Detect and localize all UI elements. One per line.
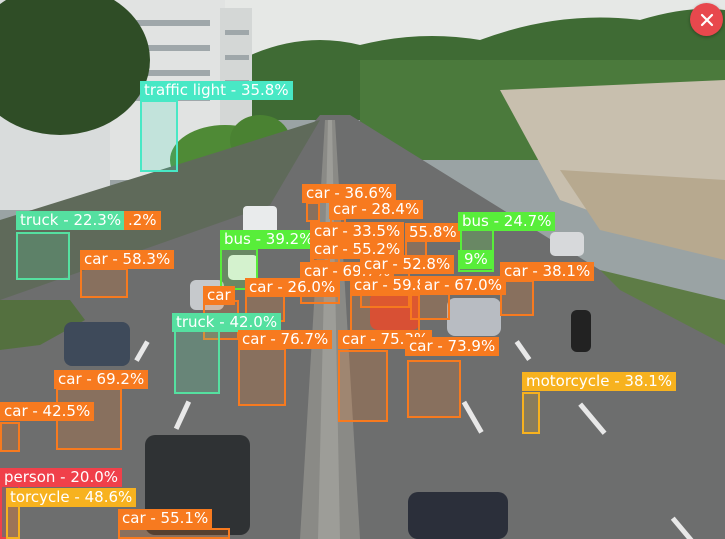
detection-box [118,528,230,539]
detection-label: car - 76.7% [238,330,333,349]
detection-box [6,505,20,539]
detection-label: car - 73.9% [405,337,500,356]
detection-box [500,280,534,316]
detection-label: car - 36.6% [302,184,397,203]
detection-label: ar - 67.0% [420,276,506,295]
detection-label: car - 58.3% [80,250,175,269]
close-button[interactable] [690,3,723,36]
detection-box [16,232,70,280]
detection-label: traffic light - 35.8% [140,81,293,100]
detection-label: car [203,286,235,305]
detection-label: bus - 24.7% [458,212,556,231]
detection-label: 55.8% [405,223,461,242]
detection-box [407,360,461,418]
detection-box [80,268,128,298]
detection-label: car - 38.1% [500,262,595,281]
detection-label: car - 52.8% [360,255,455,274]
detection-label: car - 28.4% [329,200,424,219]
detection-label: car - 55.2% [310,240,405,259]
detection-label: .2% [124,211,161,230]
detection-box [338,350,388,422]
detection-label: car - 69.2% [54,370,149,389]
detection-label: car - 55.1% [118,509,213,528]
detection-box [140,100,178,172]
detection-box [522,392,540,434]
detection-label: motorcycle - 38.1% [522,372,677,391]
close-icon [700,13,713,26]
detection-label: person - 20.0% [0,468,123,487]
detection-label: car - 42.5% [0,402,95,421]
detection-label: 9% [460,250,492,269]
detection-box [238,348,286,406]
detection-label: bus - 39.2% [220,230,318,249]
detection-label: car - 26.0% [245,278,340,297]
detection-box [174,330,220,394]
detection-box [306,202,320,222]
detection-label: truck - 42.0% [172,313,282,332]
detection-box [220,248,258,290]
detection-label: car - 33.5% [310,222,405,241]
detection-label: torcycle - 48.6% [6,488,137,507]
detection-box [0,422,20,452]
detection-label: truck - 22.3% [16,211,126,230]
